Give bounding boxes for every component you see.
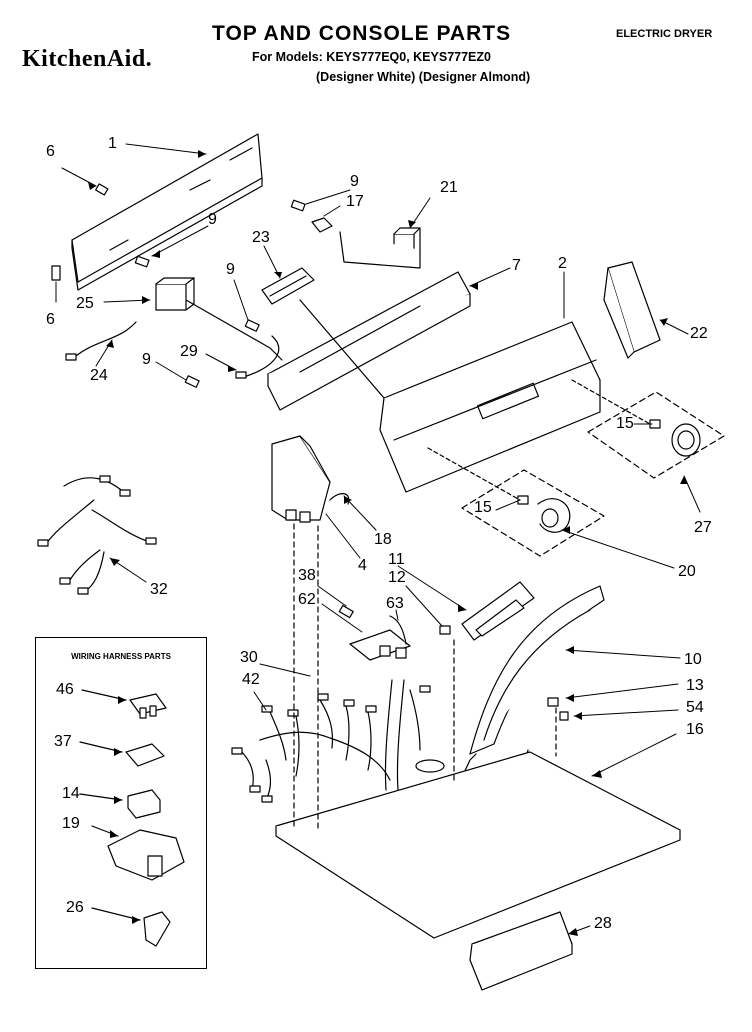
part-20-selector-group: [427, 447, 605, 557]
callout-24: 24: [90, 367, 108, 384]
callout-27: 27: [694, 519, 712, 536]
callout-42: 42: [242, 671, 260, 688]
callout-26: 26: [66, 899, 84, 916]
callout-23: 23: [252, 229, 270, 246]
callout-9: 9: [142, 351, 151, 368]
callout-25: 25: [76, 295, 94, 312]
wiring-harness-32: [37, 475, 157, 595]
leader-lines: [55, 143, 701, 935]
screws: [51, 183, 569, 721]
harness-box-title: WIRING HARNESS PARTS: [71, 652, 171, 661]
callout-9: 9: [208, 211, 217, 228]
callout-9: 9: [350, 173, 359, 190]
callout-29: 29: [180, 343, 198, 360]
brand-logo: KitchenAid.: [22, 46, 153, 72]
part-7-console-bracket: [267, 271, 471, 411]
callout-28: 28: [594, 915, 612, 932]
model-variants: (Designer White) (Designer Almond): [316, 70, 531, 84]
part-4-end-cap: [271, 435, 350, 523]
callout-1: 1: [108, 135, 117, 152]
part-62-63-brackets: [349, 615, 411, 661]
part-25-motor: [155, 277, 283, 361]
part-23-switch-strip: [261, 267, 315, 305]
part-2-console-panel: [299, 299, 601, 493]
page-title: TOP AND CONSOLE PARTS: [212, 22, 512, 45]
callout-7: 7: [512, 257, 521, 274]
callout-38: 38: [298, 567, 316, 584]
callout-17: 17: [346, 193, 364, 210]
callout-9: 9: [226, 261, 235, 278]
callout-54: 54: [686, 699, 704, 716]
wires-small: [65, 321, 280, 379]
callout-37: 37: [54, 733, 72, 750]
model-numbers: For Models: KEYS777EQ0, KEYS777EZ0: [252, 50, 491, 64]
main-harness-42: [231, 679, 431, 803]
wiring-harness-parts-box: [35, 637, 207, 969]
callout-4: 4: [358, 557, 367, 574]
callout-63: 63: [386, 595, 404, 612]
callout-62: 62: [298, 591, 316, 608]
harness-box-parts: [79, 689, 185, 947]
callout-20: 20: [678, 563, 696, 580]
parts-17-21: [311, 217, 421, 269]
callout-14: 14: [62, 785, 80, 802]
callout-19: 19: [62, 815, 80, 832]
callout-10: 10: [684, 651, 702, 668]
alignment-lines: [293, 523, 557, 833]
callout-18: 18: [374, 531, 392, 548]
callout-15: 15: [474, 499, 492, 516]
callout-15: 15: [616, 415, 634, 432]
callout-12: 12: [388, 569, 406, 586]
callout-32: 32: [150, 581, 168, 598]
callout-22: 22: [690, 325, 708, 342]
callout-46: 46: [56, 681, 74, 698]
part-27-knob-group: [571, 379, 725, 479]
callout-21: 21: [440, 179, 458, 196]
callout-30: 30: [240, 649, 258, 666]
callout-6: 6: [46, 311, 55, 328]
part-28-front-trim: [469, 911, 573, 991]
callout-2: 2: [558, 255, 567, 272]
part-16-top-panel: [275, 751, 681, 939]
arrowheads: [88, 150, 688, 936]
dryer-type: ELECTRIC DRYER: [616, 28, 713, 40]
callout-6: 6: [46, 143, 55, 160]
part-22-side-panel: [603, 261, 661, 359]
callout-13: 13: [686, 677, 704, 694]
part-1-back-plate: [71, 133, 263, 291]
callout-11: 11: [388, 551, 405, 568]
callout-16: 16: [686, 721, 704, 738]
